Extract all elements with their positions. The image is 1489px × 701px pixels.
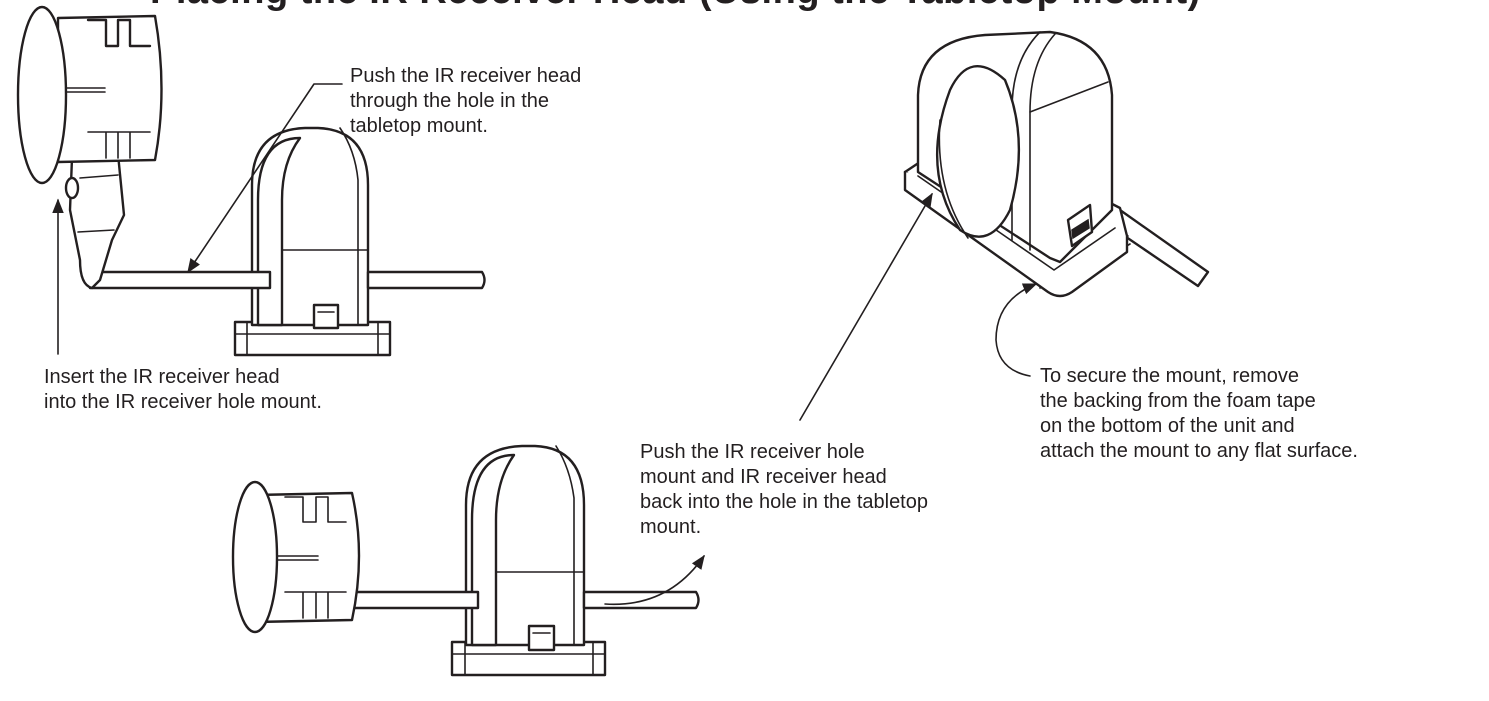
caption-insert-head: Insert the IR receiver head into the IR …	[44, 366, 322, 413]
leader-secure-mount	[995, 283, 1038, 377]
caption-secure-mount: To secure the mount, remove the backing …	[1040, 365, 1358, 462]
ir-receiver-head-top	[64, 152, 126, 290]
tabletop-mount-top	[233, 126, 392, 357]
caption-push-back: Push the IR receiver hole mount and IR r…	[640, 441, 928, 538]
caption-push-head: Push the IR receiver head through the ho…	[350, 65, 582, 137]
figure-title-cropped: Placing the IR Receiver Head (Using the …	[150, 0, 1201, 13]
leader-to-face	[799, 192, 933, 421]
ir-receiver-hole-mount-top	[16, 5, 163, 185]
leader-push-back	[604, 554, 705, 606]
mounted-unit	[903, 30, 1210, 298]
tabletop-mount-bottom	[450, 444, 607, 677]
ir-receiver-hole-mount-bottom	[231, 480, 361, 634]
leader-push-head	[187, 83, 343, 274]
